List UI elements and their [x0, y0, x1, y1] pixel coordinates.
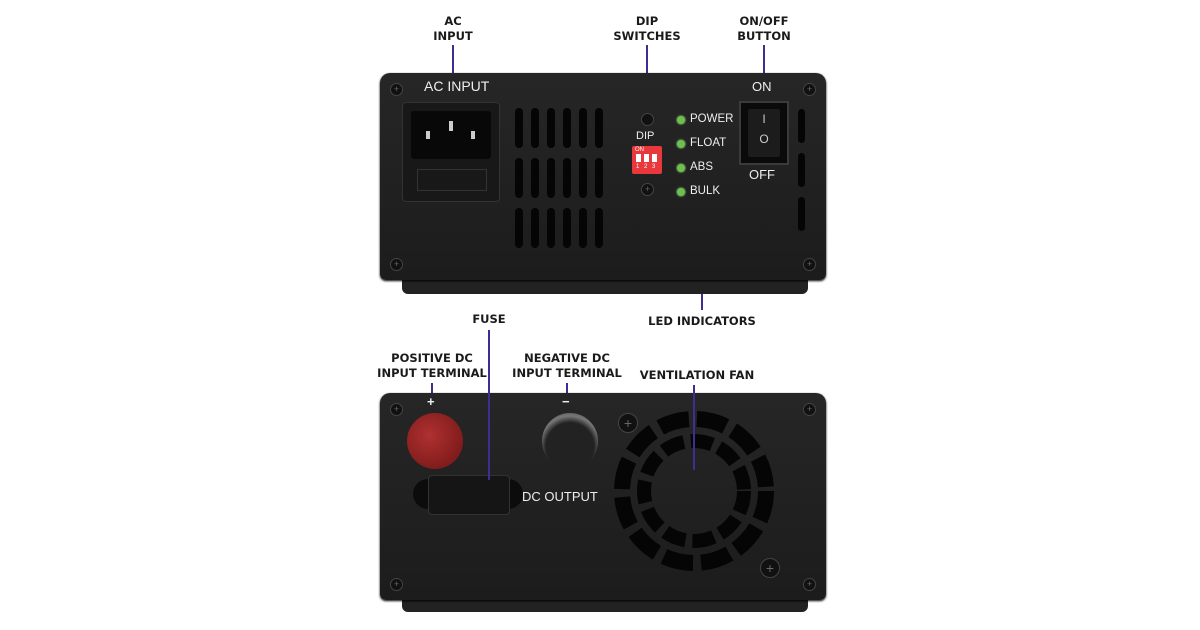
dip-label: DIP: [636, 130, 655, 142]
dip-on-label: ON: [635, 147, 644, 153]
screw-icon: +: [803, 403, 816, 416]
screw-icon: +: [390, 403, 403, 416]
callout-negative-dc: NEGATIVE DC INPUT TERMINAL: [512, 351, 622, 380]
screw-icon: +: [390, 258, 403, 271]
screw-icon: +: [390, 578, 403, 591]
callout-line: [431, 383, 433, 393]
negative-terminal[interactable]: [542, 413, 598, 469]
screw-icon: +: [618, 413, 638, 433]
fuse-holder[interactable]: [413, 475, 523, 515]
led-abs: [677, 164, 685, 172]
led-label-abs: ABS: [690, 161, 714, 173]
callout-positive-dc: POSITIVE DC INPUT TERMINAL: [377, 351, 487, 380]
led-label-float: FLOAT: [690, 137, 727, 149]
fuse-drawer: [417, 169, 487, 191]
led-bulk: [677, 188, 685, 196]
callout-ac-input: AC INPUT: [433, 14, 473, 43]
iec-socket: [411, 111, 491, 159]
dip-number: 3: [652, 164, 656, 170]
minus-sign: −: [562, 394, 570, 409]
callout-line: [763, 45, 765, 75]
callout-dip-switches: DIP SWITCHES: [613, 14, 681, 43]
callout-line: [566, 383, 568, 393]
dip-switch[interactable]: ON 1 2 3: [632, 146, 662, 174]
led-power: [677, 116, 685, 124]
switch-off-mark: O: [759, 132, 769, 146]
front-mounting-foot: [402, 280, 808, 294]
screw-icon: +: [803, 83, 816, 96]
screw-icon: +: [641, 183, 654, 196]
power-rocker-switch[interactable]: I O: [739, 101, 789, 165]
ac-input-label: AC INPUT: [424, 78, 490, 94]
callout-led-indicators: LED INDICATORS: [648, 314, 756, 328]
screw-icon: [641, 113, 654, 126]
front-panel: + + + + AC INPUT DIP ON 1 2: [380, 73, 826, 280]
screw-icon: +: [803, 258, 816, 271]
dc-output-label: DC OUTPUT: [522, 489, 598, 504]
positive-terminal[interactable]: [407, 413, 463, 469]
callout-ventilation-fan: VENTILATION FAN: [639, 368, 755, 382]
led-label-power: POWER: [690, 113, 734, 125]
ac-input-socket[interactable]: [402, 102, 500, 202]
screw-icon: +: [803, 578, 816, 591]
callout-line: [488, 330, 490, 480]
rear-panel: + + + + + − DC OUTPUT + +: [380, 393, 826, 600]
side-slot: [798, 197, 805, 231]
callout-on-off-button: ON/OFF BUTTON: [737, 14, 791, 43]
led-float: [677, 140, 685, 148]
off-label: OFF: [749, 167, 775, 182]
rear-mounting-foot: [402, 598, 808, 612]
on-label: ON: [752, 79, 772, 94]
side-slot: [798, 109, 805, 143]
switch-on-mark: I: [762, 112, 766, 126]
dip-number: 2: [644, 164, 648, 170]
callout-fuse: FUSE: [472, 312, 506, 326]
callout-line: [452, 45, 454, 75]
plus-sign: +: [427, 394, 435, 409]
side-slot: [798, 153, 805, 187]
dip-number: 1: [636, 164, 640, 170]
callout-line: [693, 385, 695, 470]
screw-icon: +: [760, 558, 780, 578]
led-label-bulk: BULK: [690, 185, 721, 197]
screw-icon: +: [390, 83, 403, 96]
